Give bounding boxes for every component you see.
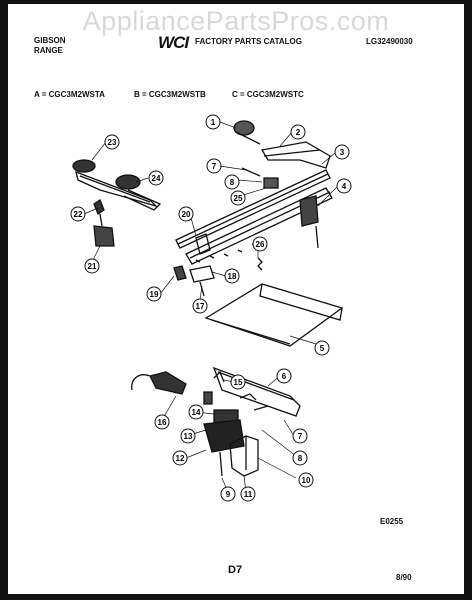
callout-5: 5 xyxy=(314,340,330,356)
svg-text:5: 5 xyxy=(320,344,325,353)
svg-text:14: 14 xyxy=(192,408,201,417)
callout-17: 17 xyxy=(192,298,208,314)
callout-26: 26 xyxy=(252,236,268,252)
svg-text:1: 1 xyxy=(211,118,216,127)
model-b: B = CGC3M2WSTB xyxy=(134,90,206,99)
callout-8-lower: 8 xyxy=(292,450,308,466)
svg-text:25: 25 xyxy=(234,194,243,203)
callout-15: 15 xyxy=(230,374,246,390)
callout-3: 3 xyxy=(334,144,350,160)
svg-text:12: 12 xyxy=(176,454,185,463)
brand-block: GIBSON RANGE xyxy=(34,36,66,56)
svg-text:23: 23 xyxy=(108,138,117,147)
svg-text:24: 24 xyxy=(152,174,161,183)
border-top xyxy=(0,0,472,4)
watermark: AppliancePartsPros.com xyxy=(82,6,390,36)
callout-13: 13 xyxy=(180,428,196,444)
catalog-code: LG32490030 xyxy=(366,37,413,46)
svg-text:17: 17 xyxy=(196,302,205,311)
callout-20: 20 xyxy=(178,206,194,222)
svg-text:15: 15 xyxy=(234,378,243,387)
callout-14: 14 xyxy=(188,404,204,420)
top-burner-assembly xyxy=(72,159,162,247)
svg-text:16: 16 xyxy=(158,418,167,427)
oven-heat-shield xyxy=(204,283,344,347)
manifold-assembly xyxy=(173,120,333,297)
callout-24: 24 xyxy=(148,170,164,186)
callout-19: 19 xyxy=(146,286,162,302)
svg-text:8: 8 xyxy=(298,454,303,463)
model-a: A = CGC3M2WSTA xyxy=(34,90,105,99)
svg-text:13: 13 xyxy=(184,432,193,441)
svg-text:22: 22 xyxy=(74,210,83,219)
callout-1: 1 xyxy=(205,114,221,130)
callout-21: 21 xyxy=(84,258,100,274)
oven-valve-assembly xyxy=(131,366,301,477)
svg-text:21: 21 xyxy=(88,262,97,271)
callout-4: 4 xyxy=(336,178,352,194)
model-c: C = CGC3M2WSTC xyxy=(232,90,304,99)
callout-18: 18 xyxy=(224,268,240,284)
svg-text:11: 11 xyxy=(244,490,253,499)
page-number: D7 xyxy=(228,564,243,576)
callout-7: 7 xyxy=(206,158,222,174)
callout-2: 2 xyxy=(290,124,306,140)
svg-text:3: 3 xyxy=(340,148,345,157)
drawing-code: E0255 xyxy=(380,517,404,526)
revision-date: 8/90 xyxy=(396,573,412,582)
wci-logo: WCI xyxy=(158,33,189,52)
svg-text:7: 7 xyxy=(298,432,303,441)
svg-text:19: 19 xyxy=(150,290,159,299)
svg-text:4: 4 xyxy=(342,182,347,191)
callout-11: 11 xyxy=(240,486,256,502)
callout-12: 12 xyxy=(172,450,188,466)
svg-text:26: 26 xyxy=(256,240,265,249)
brand-name: GIBSON xyxy=(34,36,66,45)
callout-10: 10 xyxy=(298,472,314,488)
callout-8: 8 xyxy=(224,174,240,190)
callout-7-lower: 7 xyxy=(292,428,308,444)
border-right xyxy=(464,0,472,600)
catalog-title: FACTORY PARTS CATALOG xyxy=(195,37,302,46)
svg-text:9: 9 xyxy=(226,490,231,499)
svg-text:2: 2 xyxy=(296,128,301,137)
svg-text:6: 6 xyxy=(282,372,287,381)
callout-9: 9 xyxy=(220,486,236,502)
product-type: RANGE xyxy=(34,46,63,55)
callout-6: 6 xyxy=(276,368,292,384)
svg-text:10: 10 xyxy=(302,476,311,485)
border-left xyxy=(0,0,8,600)
callout-23: 23 xyxy=(104,134,120,150)
svg-text:8: 8 xyxy=(230,178,235,187)
callout-25: 25 xyxy=(230,190,246,206)
callout-22: 22 xyxy=(70,206,86,222)
svg-text:18: 18 xyxy=(228,272,237,281)
svg-text:7: 7 xyxy=(212,162,217,171)
svg-text:20: 20 xyxy=(182,210,191,219)
callout-16: 16 xyxy=(154,414,170,430)
border-bottom xyxy=(0,594,472,600)
